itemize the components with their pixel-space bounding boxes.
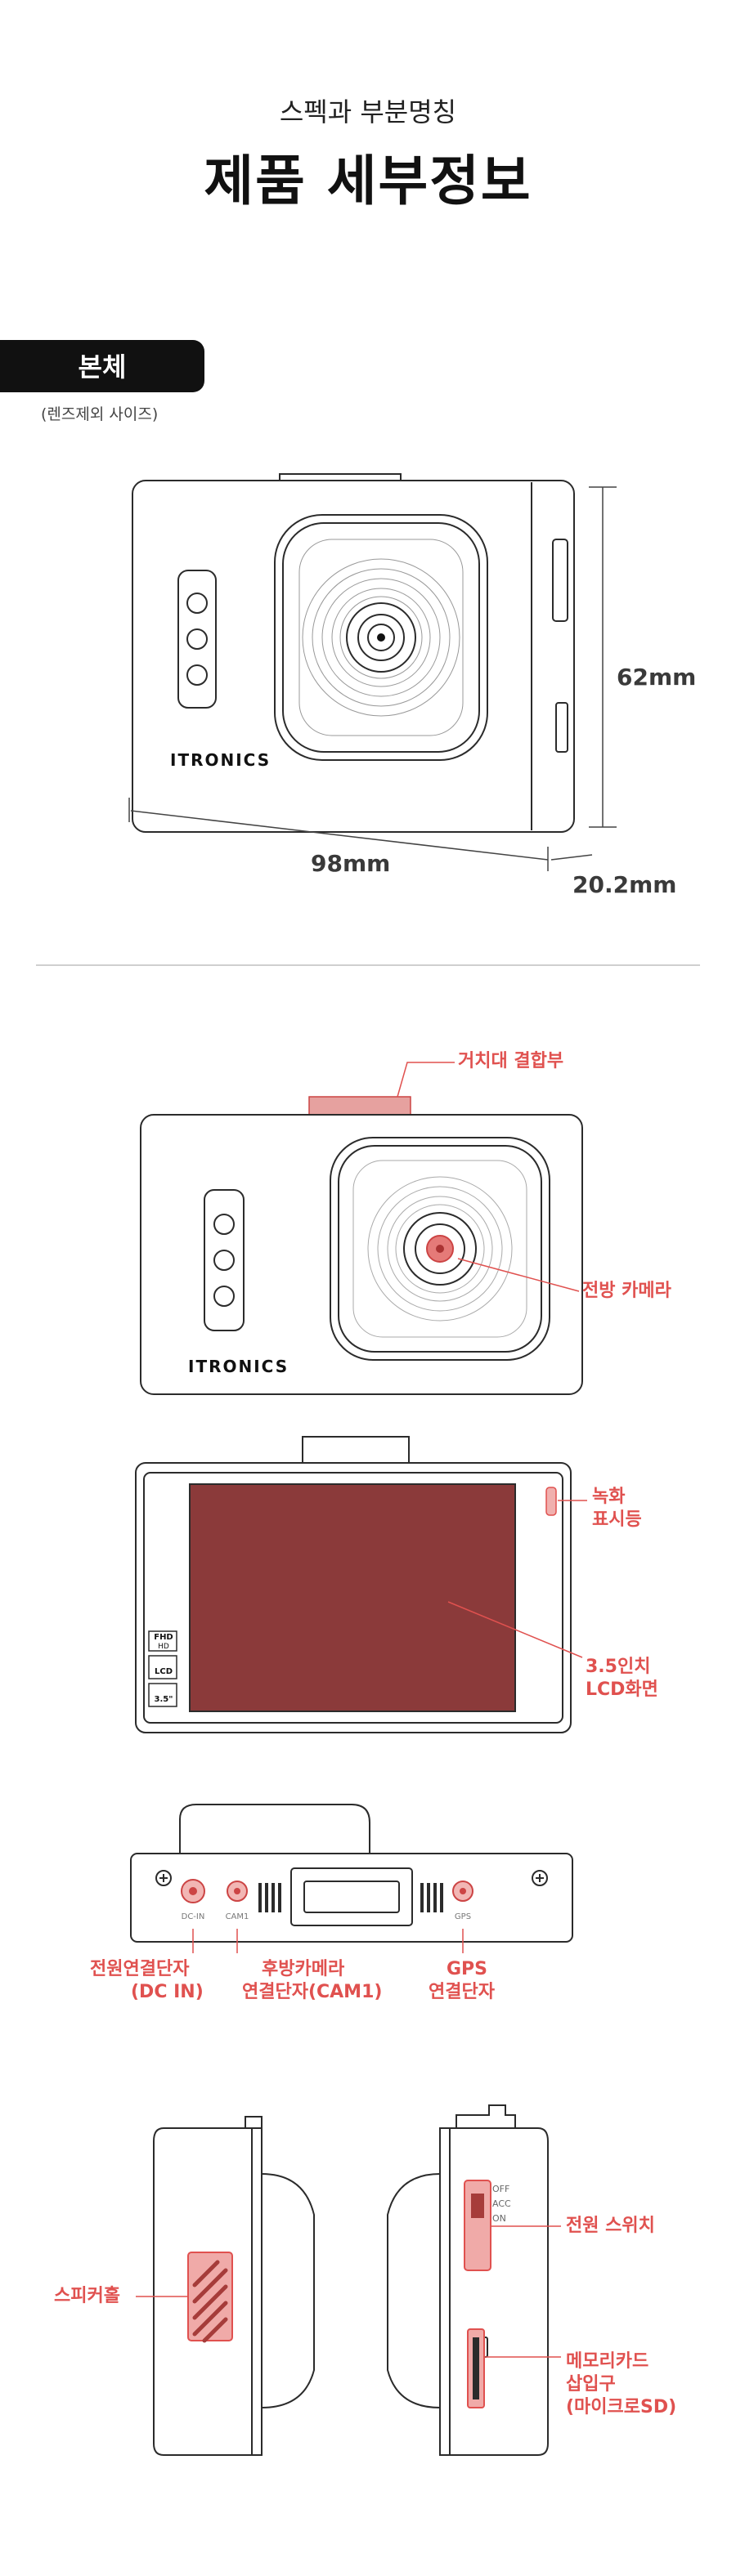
side-views-drawing	[136, 2104, 561, 2456]
depth-dimension: 20.2mm	[572, 871, 677, 898]
gps-mark: GPS	[454, 1912, 472, 1921]
switch-off-mark: OFF	[492, 2184, 510, 2194]
lcd-label-1: 3.5인치	[586, 1657, 651, 1677]
size-badge: 3.5"	[154, 1695, 173, 1704]
header-subtitle: 스펙과 부분명칭	[279, 96, 457, 127]
ports-view-drawing	[130, 1804, 573, 1953]
switch-on-mark: ON	[492, 2213, 506, 2224]
front-brand-logo: ITRONICS	[188, 1357, 289, 1376]
fhd-badge: FHD	[154, 1633, 173, 1642]
front-camera-label: 전방 카메라	[582, 1281, 671, 1301]
power-jack-label-2: (DC IN)	[131, 1982, 204, 2002]
sd-label-2: 삽입구	[566, 2374, 616, 2395]
section-divider	[36, 964, 700, 966]
power-jack-label-1: 전원연결단자	[90, 1959, 190, 1979]
gps-label-1: GPS	[447, 1959, 488, 1979]
body-dimension-drawing	[128, 473, 617, 871]
mount-label: 거치대 결합부	[458, 1051, 564, 1071]
rear-cam-label-1: 후방카메라	[262, 1959, 345, 1979]
lcd-label-2: LCD화면	[586, 1679, 658, 1700]
power-switch-label: 전원 스위치	[566, 2216, 655, 2236]
dc-in-mark: DC-IN	[181, 1912, 205, 1921]
rec-indicator-label-1: 녹화	[592, 1487, 626, 1507]
section-badge	[0, 340, 204, 392]
size-note: (렌즈제외 사이즈)	[41, 405, 159, 423]
sd-label-1: 메모리카드	[566, 2351, 649, 2372]
front-view-drawing	[140, 1062, 583, 1395]
page-title: 제품 세부정보	[204, 150, 532, 212]
section-badge-label: 본체	[78, 351, 127, 382]
height-dimension: 62mm	[617, 664, 697, 691]
speaker-label: 스피커홀	[54, 2286, 120, 2306]
rear-view-drawing	[135, 1436, 587, 1733]
switch-acc-mark: ACC	[492, 2198, 511, 2209]
sd-label-3: (마이크로SD)	[566, 2397, 677, 2417]
hd-badge: HD	[158, 1643, 169, 1651]
gps-label-2: 연결단자	[429, 1982, 495, 2002]
rec-indicator-label-2: 표시등	[592, 1509, 642, 1530]
width-dimension: 98mm	[311, 850, 391, 877]
brand-logo: ITRONICS	[170, 750, 272, 770]
rear-cam-label-2: 연결단자(CAM1)	[242, 1982, 383, 2002]
lcd-badge: LCD	[154, 1667, 173, 1676]
cam-mark: CAM1	[225, 1912, 249, 1921]
